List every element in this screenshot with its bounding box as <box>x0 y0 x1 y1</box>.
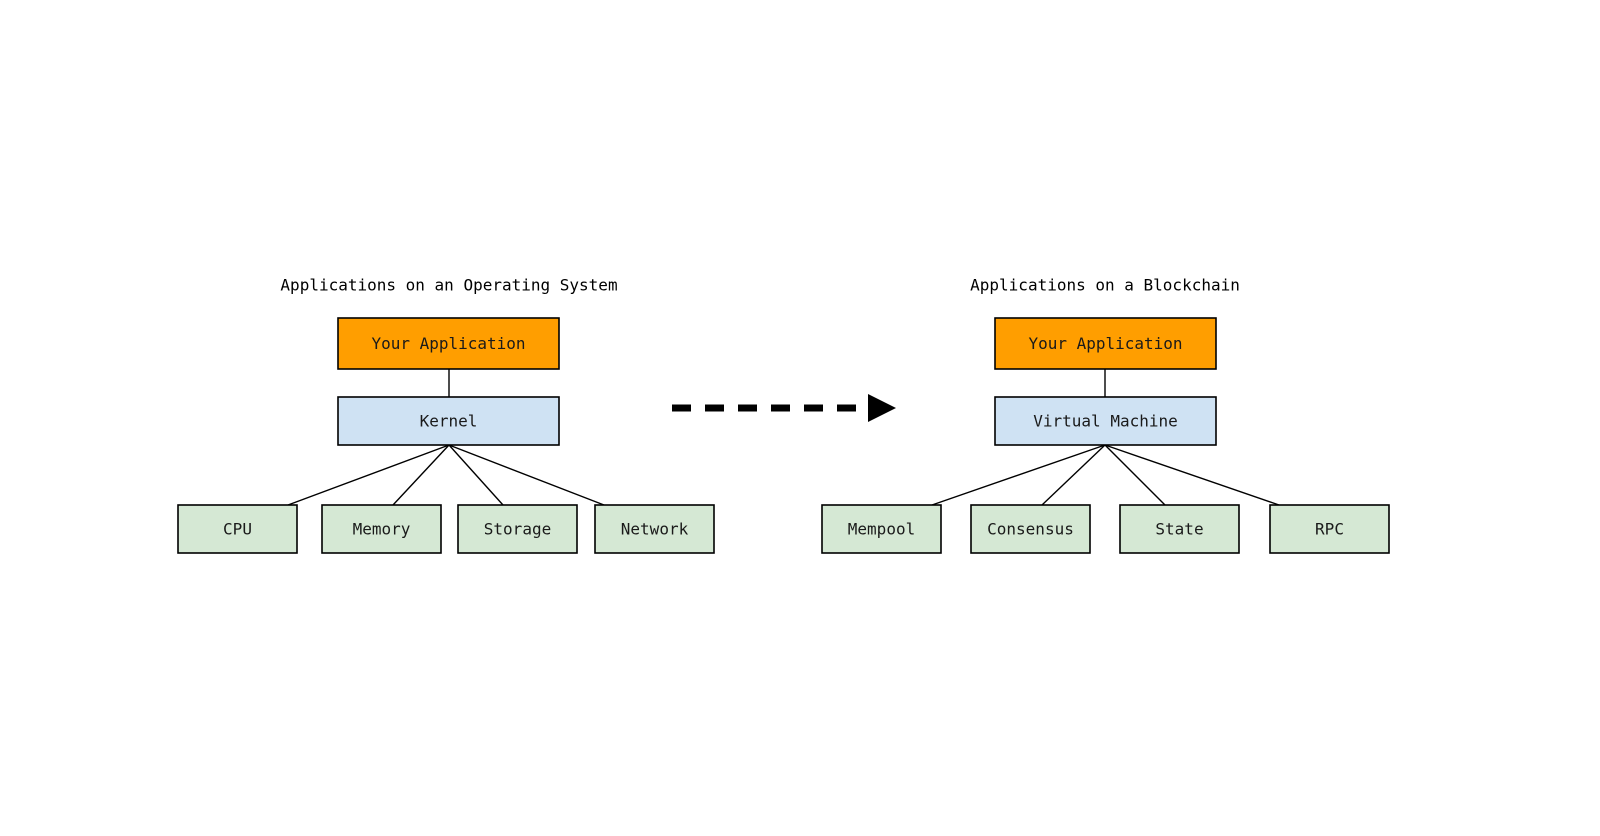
node-mempool[interactable]: Mempool <box>821 504 942 554</box>
node-consensus-label: Consensus <box>987 520 1074 539</box>
edge-kernel-to-network <box>448 444 605 506</box>
node-state-label: State <box>1155 520 1203 539</box>
edge-kernel-to-memory <box>392 444 450 506</box>
os-to-blockchain-arrow <box>672 394 896 422</box>
node-network[interactable]: Network <box>594 504 715 554</box>
node-your-application-blockchain[interactable]: Your Application <box>994 317 1217 370</box>
node-consensus[interactable]: Consensus <box>970 504 1091 554</box>
node-network-box[interactable] <box>594 504 715 554</box>
node-rpc-box[interactable] <box>1269 504 1390 554</box>
node-state[interactable]: State <box>1119 504 1240 554</box>
node-your-application-blockchain-box[interactable] <box>994 317 1217 370</box>
os-to-blockchain-arrow-head <box>868 394 896 422</box>
node-mempool-box[interactable] <box>821 504 942 554</box>
edge-vm-to-mempool <box>931 444 1106 506</box>
node-memory-box[interactable] <box>321 504 442 554</box>
edge-vm-to-state <box>1104 444 1166 506</box>
node-network-label: Network <box>621 520 689 539</box>
node-rpc[interactable]: RPC <box>1269 504 1390 554</box>
edge-kernel-to-storage <box>448 444 504 506</box>
panel-blockchain: Applications on a Blockchain Your Applic… <box>821 276 1390 554</box>
node-kernel-box[interactable] <box>337 396 560 446</box>
panel-title-blockchain: Applications on a Blockchain <box>970 276 1240 295</box>
node-storage[interactable]: Storage <box>457 504 578 554</box>
node-virtual-machine[interactable]: Virtual Machine <box>994 396 1217 446</box>
node-your-application-os[interactable]: Your Application <box>337 317 560 370</box>
node-rpc-label: RPC <box>1315 520 1344 539</box>
node-virtual-machine-label: Virtual Machine <box>1033 412 1178 431</box>
node-cpu-box[interactable] <box>177 504 298 554</box>
edge-vm-to-consensus <box>1041 444 1106 506</box>
node-consensus-box[interactable] <box>970 504 1091 554</box>
node-mempool-label: Mempool <box>848 520 915 539</box>
node-storage-label: Storage <box>484 520 551 539</box>
node-virtual-machine-box[interactable] <box>994 396 1217 446</box>
node-state-box[interactable] <box>1119 504 1240 554</box>
node-your-application-os-box[interactable] <box>337 317 560 370</box>
node-storage-box[interactable] <box>457 504 578 554</box>
node-memory-label: Memory <box>353 520 411 539</box>
node-kernel-label: Kernel <box>420 412 478 431</box>
edge-kernel-to-cpu <box>287 444 450 506</box>
panel-title-operating-system: Applications on an Operating System <box>280 276 617 295</box>
node-memory[interactable]: Memory <box>321 504 442 554</box>
node-cpu-label: CPU <box>223 520 252 539</box>
edge-vm-to-rpc <box>1104 444 1280 506</box>
node-your-application-blockchain-label: Your Application <box>1028 334 1182 353</box>
node-your-application-os-label: Your Application <box>371 334 525 353</box>
node-kernel[interactable]: Kernel <box>337 396 560 446</box>
node-cpu[interactable]: CPU <box>177 504 298 554</box>
panel-operating-system: Applications on an Operating System Your… <box>177 276 715 554</box>
